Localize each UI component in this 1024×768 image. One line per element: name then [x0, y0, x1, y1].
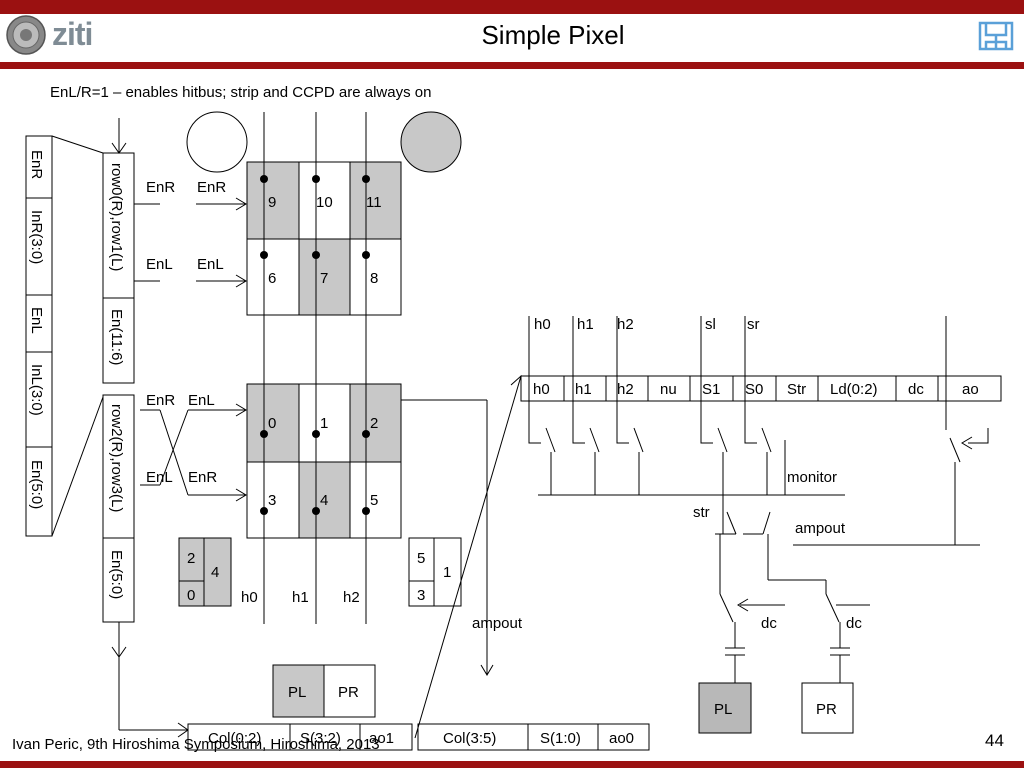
ampout-label-2: ampout — [795, 520, 846, 537]
institute-logo-icon — [978, 21, 1014, 51]
junction-dots — [260, 175, 370, 515]
label-enr-2: EnR — [197, 179, 226, 196]
col-reg-top-en: En(11:6) — [108, 309, 125, 365]
label-enl-3: EnL — [188, 392, 215, 409]
left-register-inr: InR(3:0) — [28, 210, 45, 264]
cfg-str: Str — [787, 381, 806, 398]
sensor-pr — [801, 682, 854, 734]
pixel-5: 5 — [370, 492, 378, 509]
config-register — [520, 375, 1002, 402]
cfg-nu: nu — [660, 381, 677, 398]
small-left-4: 4 — [211, 564, 219, 581]
footer-citation: Ivan Peric, 9th Hiroshima Symposium, Hir… — [12, 736, 380, 753]
small-block-left — [178, 537, 232, 607]
footer-bar — [0, 761, 1024, 768]
pixel-10: 10 — [316, 194, 333, 211]
bottom-reg-s10: S(1:0) — [540, 730, 581, 747]
bottom-register-left — [187, 723, 413, 751]
bottom-reg-col02: Col(0:2) — [208, 730, 261, 747]
bottom-register-right — [417, 723, 650, 751]
monitor-label: monitor — [787, 469, 837, 486]
cfg-ld: Ld(0:2) — [830, 381, 878, 398]
bottom-reg-ao0: ao0 — [609, 730, 634, 747]
sig-h0: h0 — [534, 316, 551, 333]
small-block-right — [408, 537, 462, 607]
label-enl-2: EnL — [197, 256, 224, 273]
header-bottom-bar — [0, 62, 1024, 69]
left-register-inl: InL(3:0) — [28, 364, 45, 416]
small-right-5: 5 — [417, 550, 425, 567]
cfg-h1: h1 — [575, 381, 592, 398]
pixel-matrix-bottom — [246, 383, 402, 539]
pixel-6: 6 — [268, 270, 276, 287]
university-seal-icon — [6, 15, 46, 55]
sensor-pr-label: PR — [816, 701, 837, 718]
hitbus-h1: h1 — [292, 589, 309, 606]
col-reg-bottom-row: row2(R),row3(L) — [108, 404, 125, 512]
bottom-reg-ao1: ao1 — [369, 730, 394, 747]
pixel-8: 8 — [370, 270, 378, 287]
ziti-logo: ziti — [52, 16, 93, 52]
sensor-pr-small-label: PR — [338, 684, 359, 701]
sensor-circle-filled — [400, 111, 462, 173]
sensor-pl-small-label: PL — [288, 684, 306, 701]
left-register-enl: EnL — [28, 307, 45, 334]
col-reg-bottom-en: En(5:0) — [108, 550, 125, 599]
sig-h2: h2 — [617, 316, 634, 333]
pixel-11: 11 — [366, 194, 382, 211]
page-number: 44 — [985, 731, 1004, 750]
left-register-en: En(5:0) — [28, 460, 45, 509]
small-right-3: 3 — [417, 587, 425, 604]
small-right-1: 1 — [443, 564, 451, 581]
slide-caption: EnL/R=1 – enables hitbus; strip and CCPD… — [50, 84, 432, 101]
cfg-s1: S1 — [702, 381, 720, 398]
slide-title: Simple Pixel — [481, 20, 625, 50]
bottom-reg-col35: Col(3:5) — [443, 730, 496, 747]
label-enl-4: EnL — [146, 469, 173, 486]
cfg-h0: h0 — [533, 381, 550, 398]
dc-label-left: dc — [761, 615, 777, 632]
header-top-bar — [0, 0, 1024, 14]
pixel-0: 0 — [268, 415, 276, 432]
column-register-top — [102, 152, 135, 384]
cfg-dc: dc — [908, 381, 924, 398]
pixel-1: 1 — [320, 415, 328, 432]
pixel-matrix-top — [246, 161, 402, 316]
column-register-bottom — [102, 394, 135, 623]
hitbus-h0: h0 — [241, 589, 258, 606]
cfg-h2: h2 — [617, 381, 634, 398]
sig-sr: sr — [747, 316, 760, 333]
pixel-4: 4 — [320, 492, 328, 509]
sensor-circle-unfilled — [186, 111, 248, 173]
sig-h1: h1 — [577, 316, 594, 333]
left-register — [25, 135, 53, 537]
label-enr-1: EnR — [146, 179, 175, 196]
sensor-pl-label: PL — [714, 701, 732, 718]
ampout-label-1: ampout — [472, 615, 523, 632]
hitbus-switches — [528, 316, 845, 496]
sensor-pl — [698, 682, 752, 734]
pixel-9: 9 — [268, 194, 276, 211]
hitbus-h2: h2 — [343, 589, 360, 606]
sensor-pair-small — [272, 664, 376, 718]
pixel-7: 7 — [320, 270, 328, 287]
small-left-2: 2 — [187, 550, 195, 567]
label-enr-3: EnR — [146, 392, 175, 409]
dc-label-right: dc — [846, 615, 862, 632]
bottom-reg-s32: S(3:2) — [300, 730, 341, 747]
pixel-2: 2 — [370, 415, 378, 432]
col-reg-top-row: row0(R),row1(L) — [108, 163, 125, 271]
str-label: str — [693, 504, 710, 521]
label-enr-4: EnR — [188, 469, 217, 486]
pixel-3: 3 — [268, 492, 276, 509]
label-enl-1: EnL — [146, 256, 173, 273]
cfg-ao: ao — [962, 381, 979, 398]
small-left-0: 0 — [187, 587, 195, 604]
left-register-enr: EnR — [28, 150, 45, 179]
sig-sl: sl — [705, 316, 716, 333]
cfg-s0: S0 — [745, 381, 763, 398]
